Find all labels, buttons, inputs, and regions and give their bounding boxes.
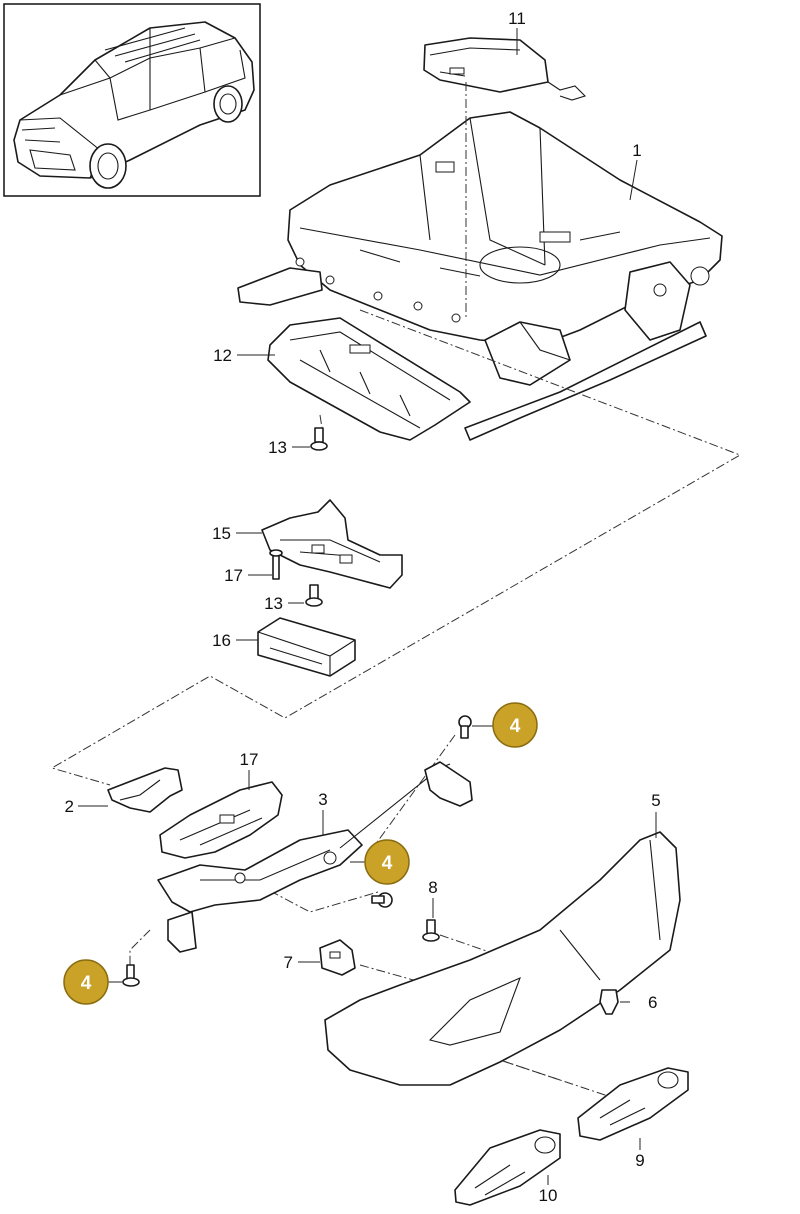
bolt-17-upper (269, 549, 283, 580)
callout-8: 8 (428, 878, 437, 897)
callout-15: 15 (212, 524, 231, 543)
callout-16: 16 (212, 631, 231, 650)
highlight-badge[interactable] (364, 839, 410, 885)
callout-7: 7 (284, 953, 293, 972)
callout-6: 6 (648, 993, 657, 1012)
screw-13-lower (305, 584, 323, 607)
callout-3: 3 (318, 790, 327, 809)
callout-12: 12 (213, 346, 232, 365)
part-15-bracket (261, 499, 403, 589)
part-6-clip (599, 989, 619, 1015)
part-1-seat-frame (237, 111, 723, 441)
callout-5: 5 (651, 791, 660, 810)
vehicle-thumbnail (3, 3, 261, 197)
part-3-adjuster (157, 761, 473, 953)
highlight-callout-4-middle[interactable]: 4 (364, 839, 410, 885)
highlight-label: 4 (81, 973, 92, 994)
callout-13-upper: 13 (268, 438, 287, 457)
highlight-callout-4-top[interactable]: 4 (492, 702, 538, 748)
part-11-cover (423, 37, 587, 101)
highlight-callout-4-left[interactable]: 4 (63, 959, 109, 1005)
part-10-switch (454, 1129, 561, 1206)
part-2-bracket (107, 767, 183, 813)
screw-4-left (122, 964, 140, 987)
callout-11: 11 (508, 9, 526, 28)
screw-13-upper (310, 427, 328, 451)
highlight-badge[interactable] (63, 959, 109, 1005)
highlight-label: 4 (510, 716, 521, 737)
callout-17-lower: 17 (240, 750, 259, 769)
part-8-screw (422, 919, 440, 942)
part-7-clip (319, 939, 356, 976)
screw-4-middle (371, 892, 393, 908)
part-16-control-module (257, 617, 356, 677)
callout-9: 9 (635, 1151, 644, 1170)
callout-1: 1 (632, 141, 641, 160)
leader-lines (78, 28, 657, 1185)
part-5-side-trim (324, 831, 681, 1086)
part-9-switch (577, 1067, 689, 1141)
callout-13-lower: 13 (264, 594, 283, 613)
part-17-panel (159, 781, 283, 859)
callout-labels: 11 1 12 13 15 17 13 16 17 2 3 5 8 7 6 9 … (65, 9, 661, 1205)
highlight-callouts: 4 4 4 (63, 702, 538, 1005)
highlight-badge[interactable] (492, 702, 538, 748)
callout-2: 2 (65, 797, 74, 816)
callout-17-upper: 17 (224, 566, 243, 585)
screw-4-top (458, 715, 472, 739)
callout-10: 10 (539, 1186, 558, 1205)
part-12-tray (267, 317, 471, 441)
highlight-label: 4 (382, 853, 393, 874)
suv-illustration (13, 21, 255, 189)
